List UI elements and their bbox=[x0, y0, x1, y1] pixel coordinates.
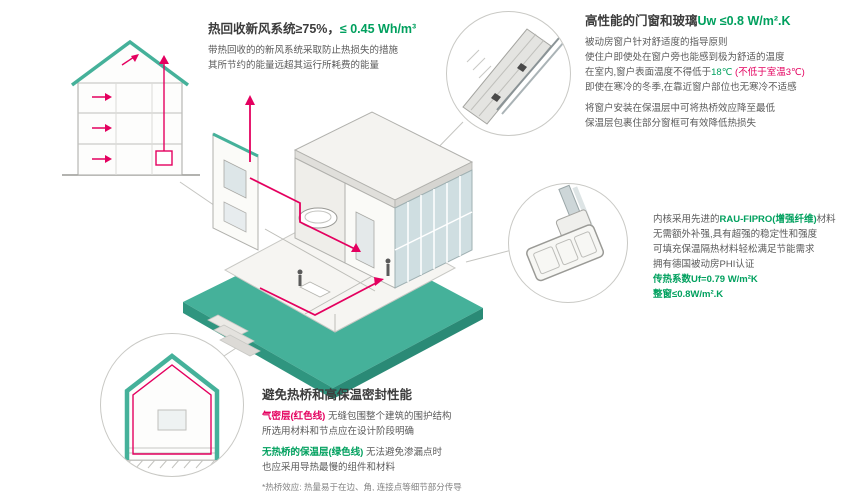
windows-title-main: 高性能的门窗和玻璃 bbox=[585, 14, 698, 28]
insulation-envelope-circle bbox=[100, 333, 244, 477]
profile-text-block: 内核采用先进的RAU-FIPRO(增强纤维)材料 无需额外补强,具有超强的稳定性… bbox=[653, 212, 865, 302]
material-name: RAU-FIPRO(增强纤维) bbox=[719, 214, 817, 225]
windows-title-value: Uw ≤0.8 W/m².K bbox=[697, 14, 791, 28]
insulation-envelope-house-icon bbox=[111, 353, 233, 469]
text-line: 被动房窗户针对舒适度的指导原则 bbox=[585, 37, 728, 48]
text-span: 无缝包围整个建筑的围护结构 bbox=[325, 411, 452, 422]
windows-body: 被动房窗户针对舒适度的指导原则 使住户即使处在窗户旁也能感到极为舒适的温度 在室… bbox=[585, 35, 861, 131]
text-line: 拥有德国被动房PHI认证 bbox=[653, 259, 755, 270]
text-line: 所选用材料和节点应在设计阶段明确 bbox=[262, 426, 415, 437]
back-wall bbox=[212, 132, 259, 251]
insulation-green-line bbox=[124, 353, 220, 460]
text-line: 带热回收的的新风系统采取防止热损失的措施 bbox=[208, 45, 399, 56]
windows-text-block: 高性能的门窗和玻璃Uw ≤0.8 W/m².K 被动房窗户针对舒适度的指导原则 … bbox=[585, 13, 861, 131]
text-line: 也应采用导热最慢的组件和材料 bbox=[262, 462, 396, 473]
garden-steps bbox=[207, 314, 261, 357]
window-profile-detail-circle bbox=[508, 183, 628, 303]
thermal-footnote: *热桥效应: 热量易于在边、角, 连接点等细节部分传导 bbox=[262, 482, 462, 492]
text-line: 可填充保温隔热材料轻松满足节能需求 bbox=[653, 244, 815, 255]
text-span: 在室内,窗户表面温度不得低于 bbox=[585, 67, 712, 78]
ventilation-title-value: ≤ 0.45 Wh/m³ bbox=[339, 22, 417, 36]
window-corner-detail-circle bbox=[446, 11, 571, 136]
profile-body: 内核采用先进的RAU-FIPRO(增强纤维)材料 无需额外补强,具有超强的稳定性… bbox=[653, 212, 865, 302]
text-line: 气密层(红色线) 无缝包围整个建筑的围护结构 bbox=[262, 409, 592, 424]
text-line: 在室内,窗户表面温度不得低于18℃ (不低于室温3℃) bbox=[585, 65, 861, 80]
duct-lines bbox=[92, 56, 173, 166]
text-span: 内核采用先进的 bbox=[653, 214, 720, 225]
window-corner-detail-icon bbox=[462, 28, 565, 125]
duct-arrow-icons bbox=[245, 95, 384, 286]
windows-title: 高性能的门窗和玻璃Uw ≤0.8 W/m².K bbox=[585, 13, 861, 29]
insulation-layer-label: 无热桥的保温层(绿色线) bbox=[262, 447, 364, 458]
isometric-house-cutaway bbox=[183, 95, 483, 399]
text-line: 使住户即使处在窗户旁也能感到极为舒适的温度 bbox=[585, 52, 785, 63]
text-line: 即使在寒冷的冬季,在靠近窗户部位也无寒冷不适感 bbox=[585, 82, 797, 93]
text-span: 无法避免渗漏点时 bbox=[363, 447, 442, 458]
upper-volume bbox=[293, 111, 474, 289]
text-line: 将窗户安装在保温层中可将热桥效应降至最低 bbox=[585, 103, 776, 114]
temperature-note: (不低于室温3℃) bbox=[732, 67, 805, 78]
thermal-body: 气密层(红色线) 无缝包围整个建筑的围护结构 所选用材料和节点应在设计阶段明确 … bbox=[262, 409, 592, 495]
airtight-red-line bbox=[132, 364, 212, 455]
airtight-layer-label: 气密层(红色线) bbox=[262, 411, 326, 422]
text-span: 材料 bbox=[816, 214, 836, 225]
ventilation-duct-lines bbox=[249, 102, 379, 317]
thermal-text-block: 避免热桥和高保温密封性能 气密层(红色线) 无缝包围整个建筑的围护结构 所选用材… bbox=[262, 387, 592, 495]
uf-value: 传热系数Uf=0.79 W/m²K bbox=[653, 274, 758, 285]
uw-value: 整窗≤0.8W/m².K bbox=[653, 289, 724, 300]
ventilation-title: 热回收新风系统≥75%，≤ 0.45 Wh/m³ bbox=[208, 21, 478, 37]
thermal-title: 避免热桥和高保温密封性能 bbox=[262, 388, 413, 402]
text-line: 保温层包裹住部分窗框可有效降低热损失 bbox=[585, 118, 757, 129]
text-line: 无热桥的保温层(绿色线) 无法避免渗漏点时 bbox=[262, 445, 592, 460]
text-line: 内核采用先进的RAU-FIPRO(增强纤维)材料 bbox=[653, 212, 865, 227]
heat-recovery-ventilation-section-icon bbox=[62, 39, 200, 176]
glazed-facade bbox=[394, 169, 473, 289]
people-figures bbox=[297, 258, 391, 286]
ventilation-title-main: 热回收新风系统≥75%， bbox=[208, 22, 340, 36]
ventilation-body: 带热回收的的新风系统采取防止热损失的措施 其所节约的能量远超其运行所耗费的能量 bbox=[208, 43, 478, 73]
text-line: 无需额外补强,具有超强的稳定性和强度 bbox=[653, 229, 818, 240]
temperature-value: 18℃ bbox=[711, 67, 733, 78]
duct-arrow-icons bbox=[105, 54, 169, 163]
text-line: 其所节约的能量远超其运行所耗费的能量 bbox=[208, 60, 380, 71]
window-profile-detail-icon bbox=[526, 184, 605, 282]
ventilation-text-block: 热回收新风系统≥75%，≤ 0.45 Wh/m³ 带热回收的的新风系统采取防止热… bbox=[208, 21, 478, 73]
